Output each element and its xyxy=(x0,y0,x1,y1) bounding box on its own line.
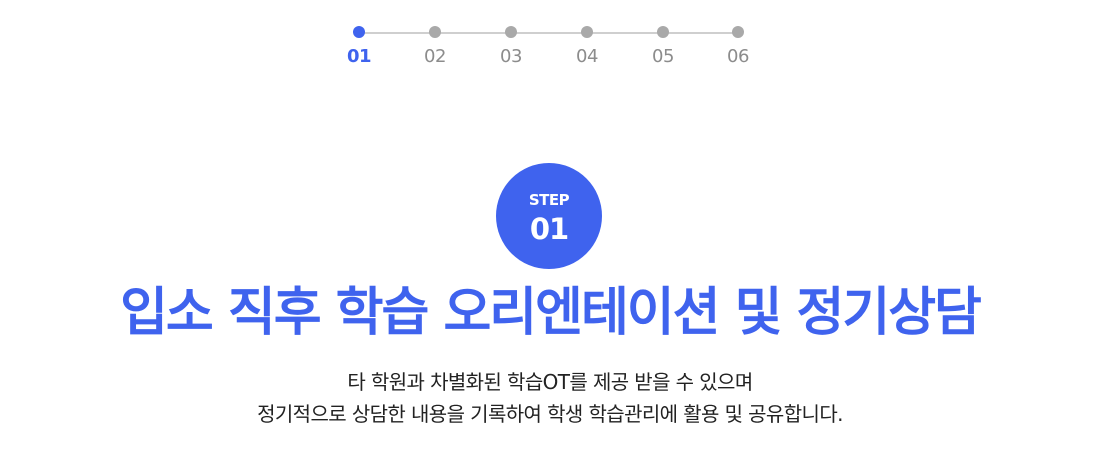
step-indicator-03[interactable]: 03 xyxy=(481,26,541,68)
step-dot xyxy=(657,26,669,38)
step-badge: STEP 01 xyxy=(496,163,602,269)
step-progress-line xyxy=(359,32,738,34)
step-indicator-05[interactable]: 05 xyxy=(633,26,693,68)
description-line-2: 정기적으로 상담한 내용을 기록하여 학생 학습관리에 활용 및 공유합니다. xyxy=(257,402,843,426)
step-progress-nav: 01 02 03 04 05 06 xyxy=(0,0,1100,80)
step-description: 타 학원과 차별화된 학습OT를 제공 받을 수 있으며 정기적으로 상담한 내… xyxy=(0,366,1100,430)
step-number: 03 xyxy=(500,46,522,67)
step-indicator-04[interactable]: 04 xyxy=(557,26,617,68)
step-title: 입소 직후 학습 오리엔테이션 및 정기상담 xyxy=(120,283,982,343)
step-badge-number: 01 xyxy=(529,212,569,246)
step-dot xyxy=(505,26,517,38)
description-line-1: 타 학원과 차별화된 학습OT를 제공 받을 수 있으며 xyxy=(347,370,753,394)
step-dot xyxy=(581,26,593,38)
step-badge-label: STEP xyxy=(528,191,570,209)
step-indicator-02[interactable]: 02 xyxy=(405,26,465,68)
step-number: 01 xyxy=(346,46,372,67)
step-number: 05 xyxy=(652,46,674,67)
step-indicator-01[interactable]: 01 xyxy=(329,26,389,68)
step-dot xyxy=(429,26,441,38)
step-number: 02 xyxy=(424,46,446,67)
step-number: 04 xyxy=(576,46,598,67)
step-indicator-06[interactable]: 06 xyxy=(708,26,768,68)
step-dot xyxy=(732,26,744,38)
step-number: 06 xyxy=(727,46,749,67)
step-dot xyxy=(353,26,365,38)
